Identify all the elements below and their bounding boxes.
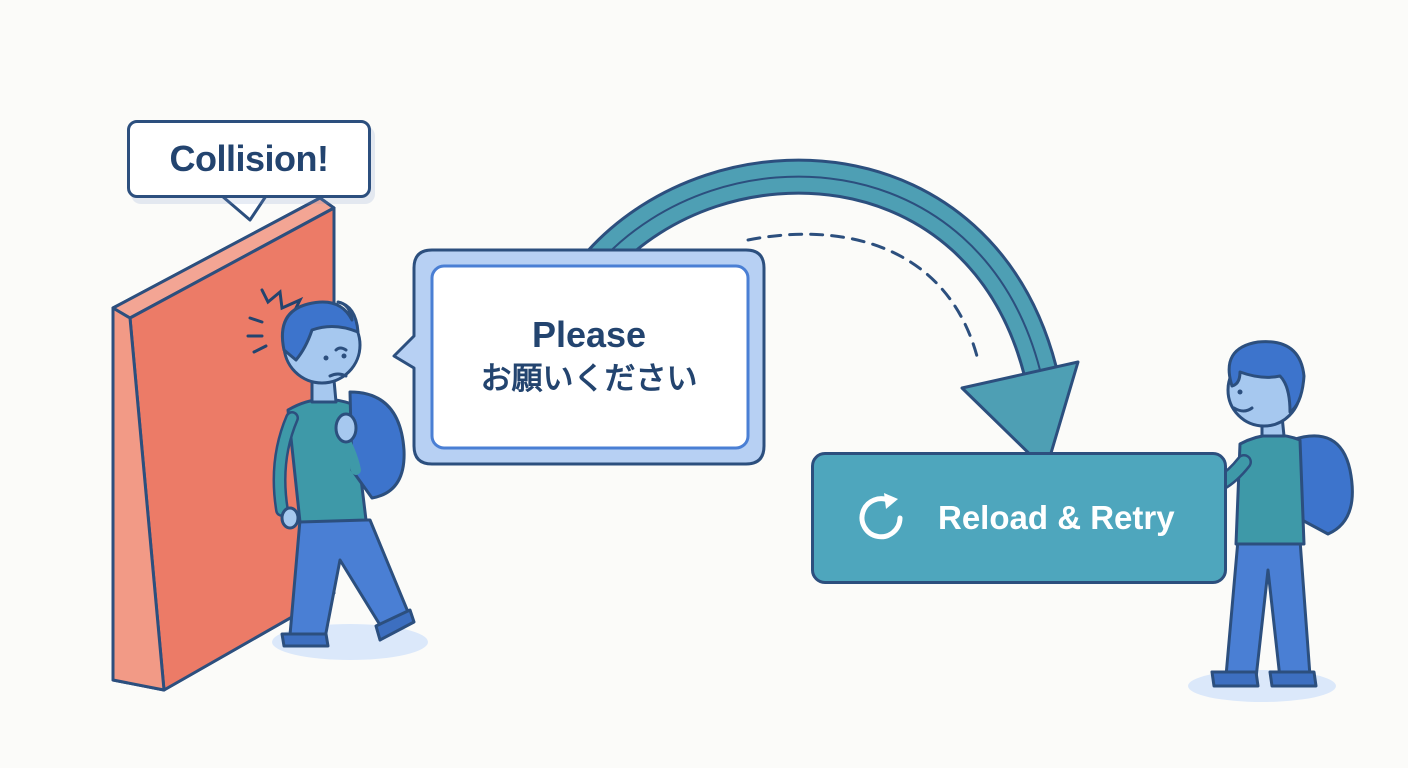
right-person-happy xyxy=(1168,340,1354,688)
curved-arrow-icon xyxy=(586,158,1080,472)
request-bubble-line2: お願いください xyxy=(480,360,698,397)
request-bubble-frame xyxy=(392,248,766,466)
reload-icon xyxy=(859,493,903,540)
left-person-worried xyxy=(272,300,416,648)
callout-tail xyxy=(220,194,268,222)
dashed-path xyxy=(746,232,980,362)
request-bubble: Please お願いください xyxy=(414,250,764,463)
reload-retry-label: Reload & Retry xyxy=(938,499,1175,536)
collision-callout: Collision! xyxy=(127,120,371,198)
request-bubble-line1: Please xyxy=(531,313,647,355)
collision-callout-text: Collision! xyxy=(169,138,330,179)
reload-retry-button[interactable]: Reload & Retry xyxy=(811,452,1227,584)
impact-burst-icon xyxy=(246,288,304,354)
